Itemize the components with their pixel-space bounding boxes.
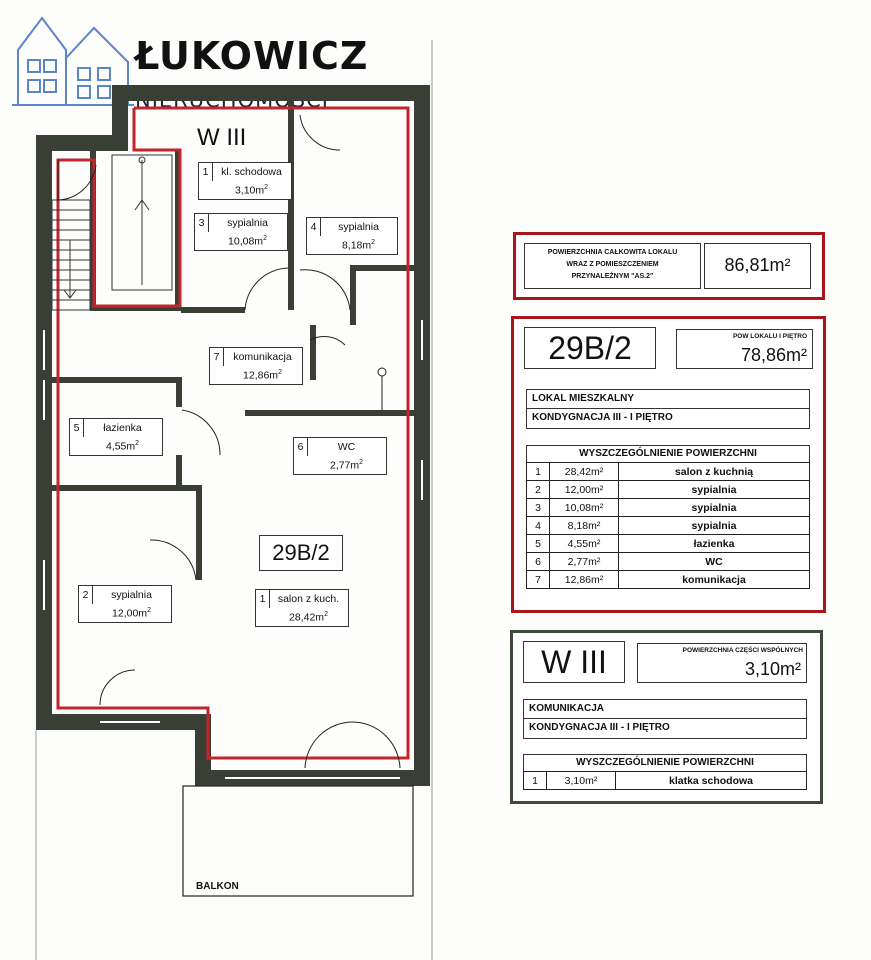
row-area: 4,55m² [549,534,619,553]
stair-block-label: W III [197,124,247,151]
row-number: 6 [526,552,550,571]
windows [43,320,423,779]
room-area: 12,00m2 [112,607,151,620]
room-area: 3,10m2 [234,184,269,197]
common-area-caption: POWIERZCHNIA CZĘŚCI WSPÓLNYCH [682,647,803,654]
common-card: W III POWIERZCHNIA CZĘŚCI WSPÓLNYCH 3,10… [510,630,823,804]
room-number: 1 [256,590,270,608]
row-area: 2,77m² [549,552,619,571]
room-name: komunikacja [233,351,292,363]
row-number: 4 [526,516,550,535]
room-name: salon z kuch. [277,593,340,605]
staircase [51,154,173,311]
row-number: 5 [526,534,550,553]
row-number: 1 [523,771,547,790]
room-tag: 5 łazienka 4,55m2 [69,418,163,456]
balcony [182,785,414,897]
unit-table-title: WYSZCZEGÓLNIENIE POWIERZCHNI [526,445,810,463]
room-number: 7 [210,348,224,366]
row-area: 12,86m² [549,570,619,589]
unit-label: 29B/2 [259,535,343,571]
room-number: 6 [294,438,308,456]
doors [57,114,401,769]
room-name: sypialnia [338,221,379,233]
total-caption-3: PRZYNALEŻNYM "AS.2" [571,273,654,280]
row-name: salon z kuchnią [618,462,810,481]
balcony-label: BALKON [196,881,239,892]
total-caption-2: WRAZ Z POMIESZCZENIEM [566,261,659,268]
room-number: 2 [79,586,93,604]
row-area: 28,42m² [549,462,619,481]
row-area: 8,18m² [549,516,619,535]
unit-area-value: 78,86m² [740,345,807,365]
logo-title: ŁUKOWICZ [135,34,369,78]
unit-area-caption: POW LOKALU I PIĘTRO [732,333,807,340]
total-area-value: 86,81m² [724,255,791,275]
unit-card: 29B/2 POW LOKALU I PIĘTRO 78,86m² LOKAL … [511,316,826,613]
unit-id: 29B/2 [524,327,656,369]
row-area: 12,00m² [549,480,619,499]
room-tag: 4 sypialnia 8,18m2 [306,217,398,255]
total-caption-1: POWIERZCHNIA CAŁKOWITA LOKALU [547,249,678,256]
row-area: 3,10m² [546,771,616,790]
row-number: 2 [526,480,550,499]
room-tag: 7 komunikacja 12,86m2 [209,347,303,385]
room-number: 4 [307,218,321,236]
house-logo-icon [12,16,134,106]
common-type: KOMUNIKACJA [529,703,604,714]
room-area: 12,86m2 [243,369,282,382]
room-tag: 3 sypialnia 10,08m2 [194,213,288,251]
row-name: sypialnia [618,480,810,499]
room-area: 10,08m2 [228,235,267,248]
common-id: W III [523,641,625,683]
room-area: 28,42m2 [289,611,328,624]
room-number: 5 [70,419,84,437]
room-name: sypialnia [111,589,152,601]
room-number: 3 [195,214,209,232]
row-number: 3 [526,498,550,517]
row-number: 7 [526,570,550,589]
common-table-title: WYSZCZEGÓLNIENIE POWIERZCHNI [523,754,807,772]
row-name: łazienka [618,534,810,553]
room-name: łazienka [103,422,142,434]
room-tag: 1 salon z kuch. 28,42m2 [255,589,349,627]
room-number: 1 [199,163,213,181]
room-area: 8,18m2 [341,239,376,252]
row-name: WC [618,552,810,571]
row-name: komunikacja [618,570,810,589]
room-name: kl. schodowa [221,166,282,178]
room-tag: 6 WC 2,77m2 [293,437,387,475]
room-name: WC [337,441,356,453]
room-tag: 2 sypialnia 12,00m2 [78,585,172,623]
row-area: 10,08m² [549,498,619,517]
unit-type: LOKAL MIESZKALNY [532,393,635,404]
room-area: 2,77m2 [329,459,364,472]
row-number: 1 [526,462,550,481]
row-name: sypialnia [618,516,810,535]
total-area-box: POWIERZCHNIA CAŁKOWITA LOKALU WRAZ Z POM… [513,232,825,300]
room-area: 4,55m2 [105,440,140,453]
row-name: sypialnia [618,498,810,517]
room-name: sypialnia [227,217,268,229]
row-name: klatka schodowa [615,771,807,790]
walls [36,85,430,786]
room-tag: 1 kl. schodowa 3,10m2 [198,162,292,200]
common-area-value: 3,10m² [744,659,801,679]
unit-floor: KONDYGNACJA III - I PIĘTRO [532,412,673,423]
common-floor: KONDYGNACJA III - I PIĘTRO [529,722,670,733]
